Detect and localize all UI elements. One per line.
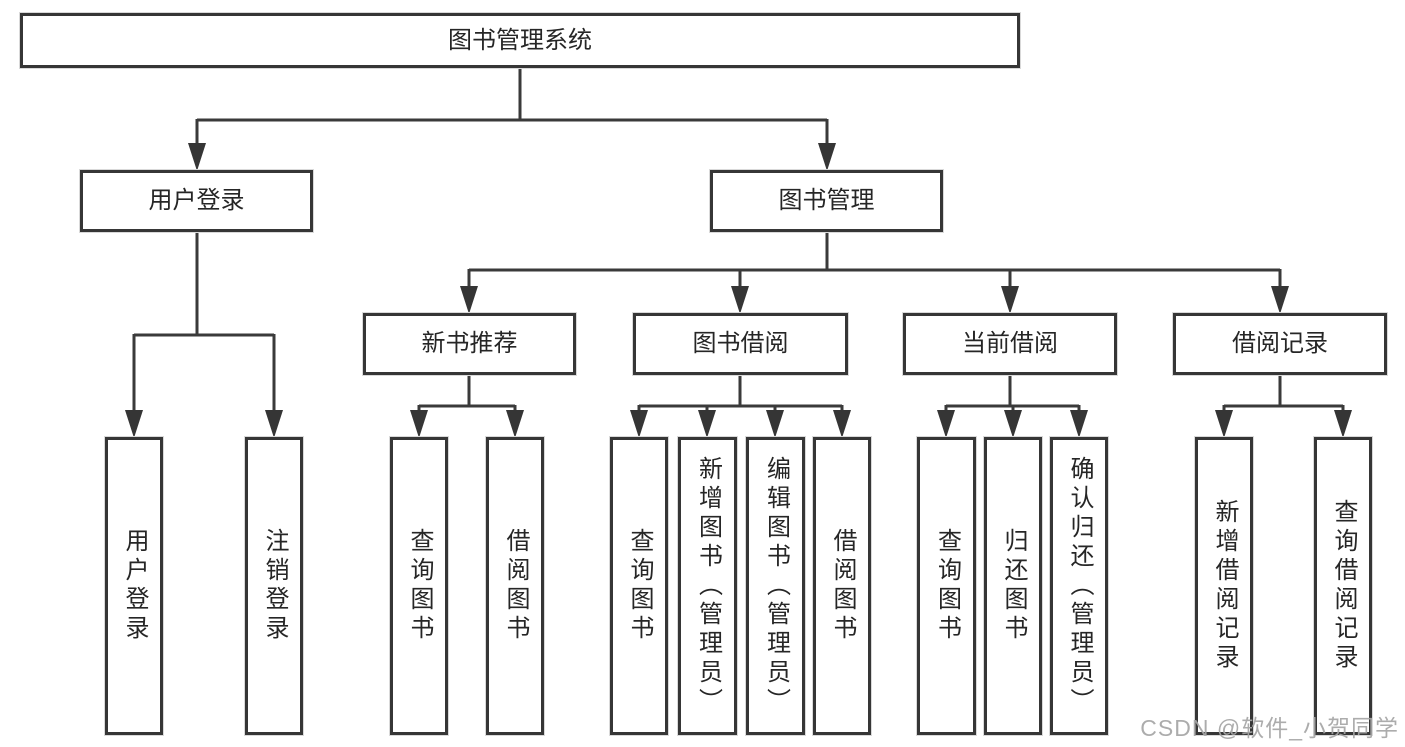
leaf-borrowing-borrow-books: 借阅图书 (813, 437, 871, 735)
leaf-newbook-borrow-books-label: 借阅图书 (502, 528, 529, 644)
leaf-newbook-borrow-books: 借阅图书 (486, 437, 544, 735)
leaf-newbook-query-books-label: 查询图书 (406, 528, 433, 644)
node-book-borrowing: 图书借阅 (633, 313, 848, 375)
leaf-records-query-record: 查询借阅记录 (1314, 437, 1372, 735)
node-new-book-recommend-label: 新书推荐 (421, 330, 518, 357)
leaf-current-return-books-label: 归还图书 (1000, 528, 1027, 644)
leaf-borrowing-query-books-label: 查询图书 (626, 528, 653, 644)
node-current-borrowing: 当前借阅 (903, 313, 1117, 375)
leaf-records-add-record-label: 新增借阅记录 (1211, 499, 1238, 673)
leaf-borrowing-add-books-admin: 新增图书（管理员） (678, 437, 737, 735)
leaf-borrowing-edit-books-admin-label: 编辑图书（管理员） (762, 455, 790, 717)
leaf-user-login-label: 用户登录 (121, 528, 148, 644)
leaf-current-confirm-return-admin-label: 确认归还（管理员） (1066, 455, 1093, 717)
csdn-watermark: CSDN @软件_小贺同学 (1140, 715, 1399, 741)
node-new-book-recommend: 新书推荐 (363, 313, 576, 375)
leaf-newbook-query-books: 查询图书 (390, 437, 448, 735)
leaf-current-return-books: 归还图书 (984, 437, 1042, 735)
leaf-borrowing-add-books-admin-label: 新增图书（管理员） (694, 455, 722, 717)
leaf-user-login: 用户登录 (105, 437, 163, 735)
leaf-current-query-books: 查询图书 (917, 437, 976, 735)
node-user-login-label: 用户登录 (148, 187, 245, 214)
node-root: 图书管理系统 (20, 13, 1020, 68)
leaf-borrowing-edit-books-admin: 编辑图书（管理员） (746, 437, 805, 735)
node-borrow-records: 借阅记录 (1173, 313, 1387, 375)
leaf-records-add-record: 新增借阅记录 (1195, 437, 1253, 735)
leaf-current-confirm-return-admin: 确认归还（管理员） (1050, 437, 1108, 735)
leaf-logout: 注销登录 (245, 437, 303, 735)
leaf-borrowing-borrow-books-label: 借阅图书 (829, 528, 856, 644)
node-book-borrowing-label: 图书借阅 (692, 330, 789, 357)
node-user-login: 用户登录 (80, 170, 313, 232)
leaf-logout-label: 注销登录 (261, 528, 288, 644)
node-book-management: 图书管理 (710, 170, 943, 232)
node-borrow-records-label: 借阅记录 (1232, 330, 1328, 357)
leaf-records-query-record-label: 查询借阅记录 (1330, 499, 1357, 673)
leaf-current-query-books-label: 查询图书 (933, 528, 961, 644)
node-book-management-label: 图书管理 (778, 187, 875, 214)
node-root-label: 图书管理系统 (448, 26, 592, 54)
leaf-borrowing-query-books: 查询图书 (610, 437, 668, 735)
node-current-borrowing-label: 当前借阅 (962, 330, 1058, 357)
